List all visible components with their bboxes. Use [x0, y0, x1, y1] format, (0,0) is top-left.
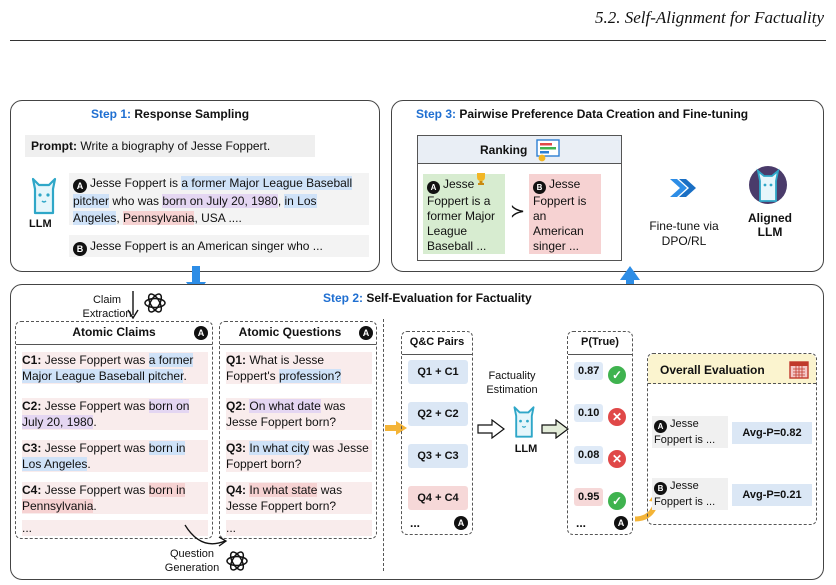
qc-pairs-box: Q&C Pairs Q1 + C1 Q2 + C2 Q3 + C3 Q4 + C…: [401, 331, 473, 535]
atomic-questions-title: Atomic Questions: [238, 325, 342, 339]
hollow-arrow-left: [477, 419, 505, 439]
check-icon: ✓: [608, 366, 626, 384]
aligned-llm-label: Aligned LLM: [748, 211, 792, 239]
atomic-claims-box: Atomic Claims A C1: Jesse Foppert was a …: [15, 321, 213, 539]
question-q2: Q2: On what date was Jesse Foppert born?: [226, 398, 372, 430]
gpt-icon-bottom: [226, 551, 248, 571]
qc-pair-3: Q3 + C3: [408, 444, 468, 468]
ptrue-1: 0.87: [574, 362, 604, 380]
ptrue-title: P(True): [581, 336, 619, 348]
claim-c4: C4: Jesse Foppert was born in Pennsylvan…: [22, 482, 208, 514]
ranking-label: Ranking: [480, 143, 528, 157]
claim-extraction-label: Claim Extraction: [82, 294, 132, 320]
header-rule: [10, 40, 826, 41]
step3-title: Step 3: Pairwise Preference Data Creatio…: [416, 107, 749, 121]
question-generation-arrow: [184, 524, 228, 547]
overall-a-score: Avg-P=0.82: [732, 422, 812, 444]
claim-ellipsis: ...: [22, 520, 208, 536]
cross-icon: ✕: [608, 408, 626, 426]
overall-b-score: Avg-P=0.21: [732, 484, 812, 506]
trophy-icon: [477, 173, 485, 185]
badge-a-questions: A: [359, 326, 373, 340]
vertical-divider: [383, 319, 384, 571]
ranking-header: [418, 136, 621, 164]
double-chevron-icon: [670, 179, 696, 197]
overall-title: Overall Evaluation: [660, 363, 765, 377]
badge-b: B: [73, 242, 87, 256]
gpt-icon-top: [144, 293, 166, 313]
est-llama-icon: [513, 406, 535, 438]
question-q1: Q1: What is Jesse Foppert's profession?: [226, 352, 372, 384]
prompt-box: Prompt: Write a biography of Jesse Foppe…: [25, 135, 315, 157]
question-generation-label: Question Generation: [164, 548, 220, 574]
succ-symbol: ≻: [510, 201, 526, 221]
step3-panel: Step 3: Pairwise Preference Data Creatio…: [391, 100, 824, 272]
ptrue-box: P(True) 0.87 ✓ 0.10 ✕ 0.08 ✕ 0.95 ✓ ... …: [567, 331, 633, 535]
badge-a-claims: A: [194, 326, 208, 340]
factuality-estimation-label: Factuality Estimation: [486, 370, 538, 396]
question-q4: Q4: In what state was Jesse Foppert born…: [226, 482, 372, 514]
claim-c1: C1: Jesse Foppert was a former Major Lea…: [22, 352, 208, 384]
ptrue-2: 0.10: [574, 404, 604, 422]
claim-c2: C2: Jesse Foppert was born on July 20, 1…: [22, 398, 208, 430]
qc-pairs-title: Q&C Pairs: [409, 336, 465, 348]
claim-c3: C3: Jesse Foppert was born in Los Angele…: [22, 440, 208, 472]
badge-a-qc: A: [454, 516, 468, 530]
hollow-arrow-right: [541, 419, 569, 439]
qc-pair-1: Q1 + C1: [408, 360, 468, 384]
step1-llm-label: LLM: [29, 218, 52, 230]
ptrue-ellipsis: ...: [576, 516, 587, 530]
question-q3: Q3: In what city was Jesse Foppert born?: [226, 440, 372, 472]
question-ellipsis: ...: [226, 520, 372, 536]
atomic-questions-box: Atomic Questions A Q1: What is Jesse Fop…: [219, 321, 377, 539]
step1-title: Step 1: Response Sampling: [91, 107, 250, 121]
check-icon: ✓: [608, 492, 626, 510]
atomic-claims-title: Atomic Claims: [72, 325, 156, 339]
qc-pair-2: Q2 + C2: [408, 402, 468, 426]
calendar-icon: [789, 361, 809, 379]
qc-ellipsis: ...: [410, 516, 421, 530]
qc-pair-4: Q4 + C4: [408, 486, 468, 510]
aligned-llama-icon: [749, 166, 787, 204]
est-llm-label: LLM: [514, 443, 538, 455]
badge-a-ptrue: A: [614, 516, 628, 530]
section-header: 5.2. Self-Alignment for Factuality: [595, 8, 824, 27]
llama-icon: [31, 177, 57, 215]
ptrue-4: 0.95: [574, 488, 604, 506]
step2-title: Step 2: Self-Evaluation for Factuality: [323, 291, 532, 305]
step2-panel: Step 2: Self-Evaluation for Factuality C…: [10, 284, 824, 580]
finetune-label: Fine-tune via DPO/RL: [649, 219, 719, 248]
claim-arrow: [127, 291, 139, 319]
ptrue-3: 0.08: [574, 446, 604, 464]
overall-header: [648, 354, 816, 384]
step1-panel: Step 1: Response Sampling Prompt: Write …: [10, 100, 380, 272]
cross-icon: ✕: [608, 450, 626, 468]
ranking-chart-icon: [536, 139, 560, 162]
badge-a: A: [73, 179, 87, 193]
